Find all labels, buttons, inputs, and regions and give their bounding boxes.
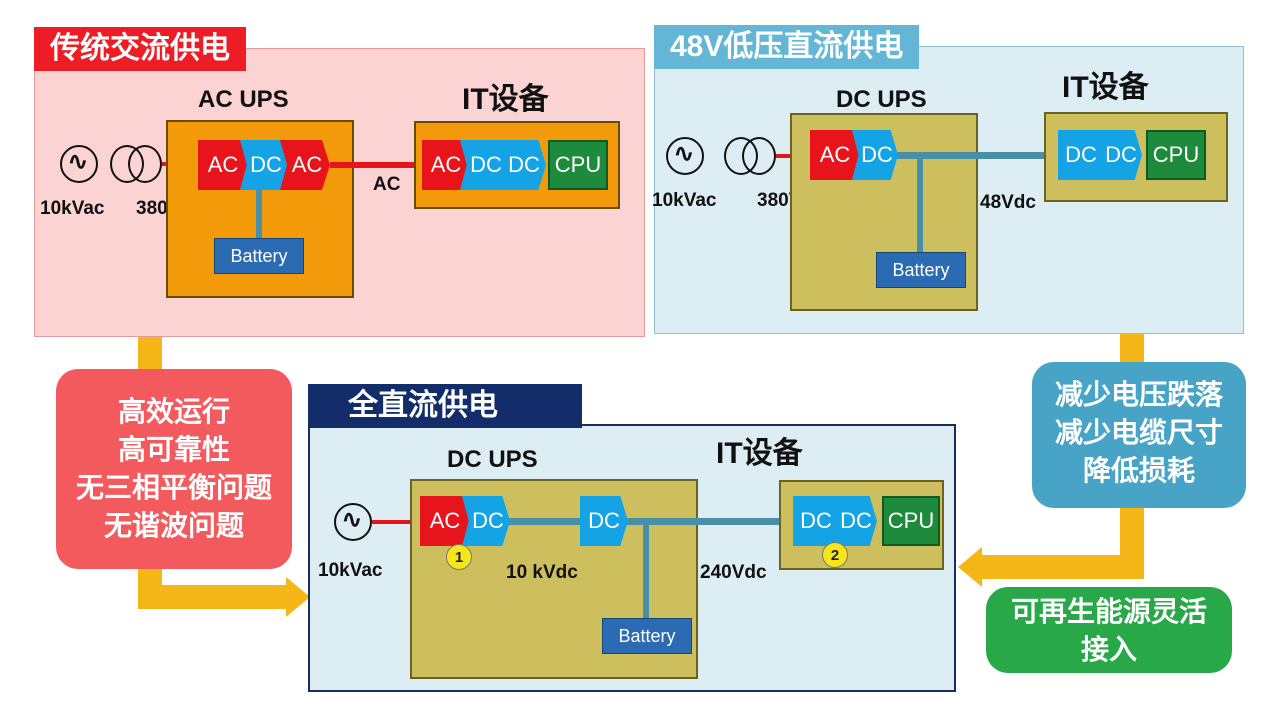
ac-ups-label: AC UPS <box>198 86 289 113</box>
fulldc-marker-2: 2 <box>822 542 848 568</box>
fulldc-it-stage-1: DC <box>793 496 839 546</box>
fulldc-cpu: CPU <box>882 496 940 546</box>
ac-wave-icon: ∿ <box>67 146 89 176</box>
fulldc-battery: Battery <box>602 618 692 654</box>
fulldc-ups-stage-1: AC <box>420 496 470 546</box>
ac-link-label: AC <box>373 174 401 195</box>
fulldc-it-stage-2: DC <box>831 496 877 546</box>
dc48-it-stage-2: DC <box>1096 130 1142 180</box>
ac-it-stage-3: DC <box>498 140 546 190</box>
right-benefit-3: 降低损耗 <box>1082 455 1195 486</box>
left-arrow-head-icon <box>286 577 310 617</box>
ac-it-stage-1: AC <box>422 140 470 190</box>
dc48-link-label: 48Vdc <box>980 192 1036 213</box>
dc48-wave-icon: ∿ <box>673 138 695 168</box>
ac-battery-line <box>256 190 262 238</box>
ac-source-icon <box>60 145 98 183</box>
ac-supply-title: 传统交流供电 <box>34 27 246 71</box>
dc48-transformer-coil-b-icon <box>742 137 776 175</box>
fulldc-source-label: 10kVac <box>318 560 383 581</box>
left-benefit-4: 无谐波问题 <box>103 510 244 541</box>
right-benefit-2: 减少电缆尺寸 <box>1054 417 1223 448</box>
dc48-supply-title: 48V低压直流供电 <box>654 25 920 69</box>
left-benefit-3: 无三相平衡问题 <box>75 472 272 503</box>
fulldc-mid-label: 10 kVdc <box>506 562 578 583</box>
fulldc-supply-title: 全直流供电 <box>308 384 582 428</box>
fulldc-battery-line <box>643 518 649 620</box>
ac-battery: Battery <box>214 238 304 274</box>
dc48-ups-stage-1: AC <box>810 130 860 180</box>
ac-ups-stage-2: DC <box>240 140 288 190</box>
dc48-cpu: CPU <box>1146 130 1206 180</box>
left-connector-horizontal <box>138 585 288 609</box>
dc48-it-stage-1: DC <box>1058 130 1104 180</box>
right-connector-horizontal <box>980 555 1144 579</box>
dc48-ups-label: DC UPS <box>836 86 927 113</box>
dc48-link-line <box>890 152 1064 159</box>
fulldc-source-icon <box>334 503 372 541</box>
ac-ups-stage-1: AC <box>198 140 248 190</box>
fulldc-it-label: IT设备 <box>716 437 803 470</box>
ac-source-label: 10kVac <box>40 198 105 219</box>
dc48-battery: Battery <box>876 252 966 288</box>
dc48-battery-line <box>917 152 923 252</box>
fulldc-input-line <box>372 520 422 524</box>
ac-link-line <box>330 162 424 168</box>
renewable-callout: 可再生能源灵活 接入 <box>986 587 1232 673</box>
fulldc-link-label: 240Vdc <box>700 562 767 583</box>
ac-it-stage-2: DC <box>460 140 508 190</box>
renewable-line-1: 可再生能源灵活 <box>1010 596 1207 627</box>
right-benefit-1: 减少电压跌落 <box>1054 379 1223 410</box>
fulldc-link-line <box>620 518 800 525</box>
left-benefit-1: 高效运行 <box>117 396 230 427</box>
left-benefit-2: 高可靠性 <box>117 434 230 465</box>
dc48-source-label: 10kVac <box>652 190 717 211</box>
fulldc-ups-stage-2: DC <box>462 496 510 546</box>
right-benefits-callout: 减少电压跌落 减少电缆尺寸 降低损耗 <box>1032 362 1246 508</box>
ac-ups-stage-3: AC <box>280 140 330 190</box>
ac-transformer-coil-b-icon <box>128 145 162 183</box>
fulldc-wave-icon: ∿ <box>341 504 363 534</box>
fulldc-dc-stage: DC <box>580 496 628 546</box>
ac-it-label: IT设备 <box>462 83 549 116</box>
left-benefits-callout: 高效运行 高可靠性 无三相平衡问题 无谐波问题 <box>56 369 292 569</box>
ac-cpu: CPU <box>548 140 608 190</box>
fulldc-mid-line <box>500 518 590 525</box>
fulldc-marker-1: 1 <box>446 544 472 570</box>
dc48-it-label: IT设备 <box>1062 71 1149 104</box>
fulldc-ups-label: DC UPS <box>447 446 538 473</box>
renewable-line-2: 接入 <box>1080 634 1137 665</box>
dc48-source-icon <box>666 137 704 175</box>
right-arrow-head-icon <box>958 547 982 587</box>
dc48-ups-stage-2: DC <box>852 130 898 180</box>
